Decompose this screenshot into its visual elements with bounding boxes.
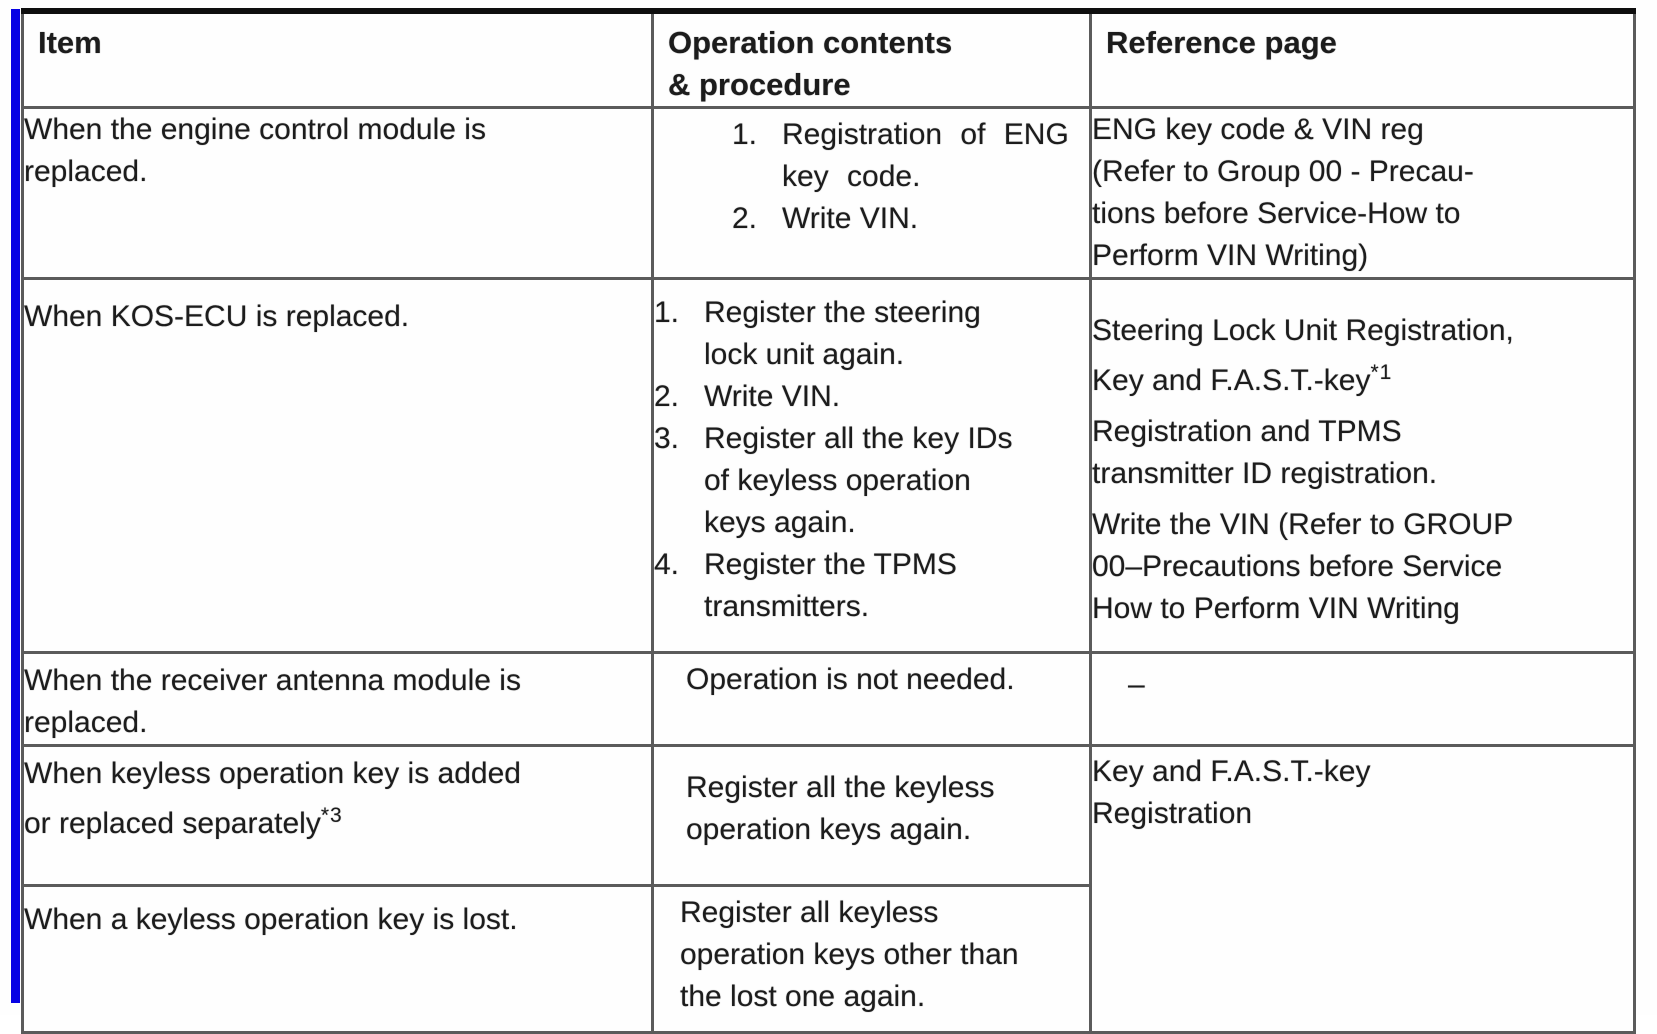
reference-dash: –: [1128, 668, 1145, 701]
table-header-row: Item Operation contents & procedure Refe…: [21, 9, 1636, 109]
reference-cell-key-registration: Key and F.A.S.T.-key Registration: [1089, 744, 1636, 1034]
item-text: When the receiver antenna module is repl…: [24, 664, 521, 739]
kos-registration-table: Item Operation contents & procedure Refe…: [21, 8, 1636, 1034]
table-row-key-lost: When a keyless operation key is lost. Re…: [21, 884, 1635, 1034]
column-header-reference: Reference page: [1089, 9, 1636, 109]
operation-cell-kos-ecu: 1. Register the steering lock unit again…: [651, 277, 1092, 654]
operation-step-number: 3.: [654, 422, 680, 455]
operation-cell-key-lost: Register all keyless operation keys othe…: [651, 884, 1092, 1034]
operation-text: Register all the keyless operation keys …: [686, 771, 995, 846]
column-header-operation-label: Operation contents & procedure: [668, 25, 953, 102]
operation-step-text: Register all the key IDs of keyless oper…: [704, 422, 1013, 539]
column-header-item-label: Item: [38, 25, 102, 60]
table-row-receiver-antenna: When the receiver antenna module is repl…: [21, 651, 1636, 747]
table-row-kos-ecu: When KOS-ECU is replaced. 1. Register th…: [21, 277, 1636, 654]
table-row-engine-control-module: When the engine control module is replac…: [21, 106, 1636, 280]
operation-step: 3. Register all the key IDs of keyless o…: [654, 418, 1089, 544]
item-cell-engine-control-module: When the engine control module is replac…: [21, 106, 654, 280]
item-cell-key-added: When keyless operation key is added or r…: [21, 744, 654, 887]
operation-step-number: 2.: [732, 202, 758, 235]
operation-text: Register all keyless operation keys othe…: [680, 896, 1019, 1013]
item-text: When KOS-ECU is replaced.: [24, 300, 410, 333]
operation-step-number: 4.: [654, 548, 680, 581]
operation-cell-receiver-antenna: Operation is not needed.: [651, 651, 1092, 747]
reference-text: Steering Lock Unit Registration, Key and…: [1092, 314, 1514, 397]
operation-step: 4. Register the TPMS transmitters.: [654, 544, 1089, 628]
column-header-item: Item: [21, 9, 654, 109]
revision-change-bar: [11, 9, 20, 1003]
operation-step: 2. Write VIN.: [732, 198, 1089, 240]
reference-paragraph: Write the VIN (Refer to GROUP 00–Precaut…: [1092, 504, 1633, 630]
item-cell-key-lost: When a keyless operation key is lost.: [21, 884, 654, 1034]
reference-text: Registration and TPMS transmitter ID reg…: [1092, 414, 1438, 490]
footnote-marker: *3: [320, 804, 343, 827]
item-text: When a keyless operation key is lost.: [24, 903, 518, 936]
operation-step-text: Write VIN.: [704, 380, 841, 413]
operation-step: 2. Write VIN.: [654, 376, 1089, 418]
column-header-operation: Operation contents & procedure: [651, 9, 1092, 109]
reference-cell-kos-ecu: Steering Lock Unit Registration, Key and…: [1089, 277, 1636, 654]
operation-cell-engine-control-module: 1. Registration of ENG key code. 2. Writ…: [651, 106, 1092, 280]
item-cell-kos-ecu: When KOS-ECU is replaced.: [21, 277, 654, 654]
operation-step: 1. Register the steering lock unit again…: [654, 292, 1089, 376]
item-text: When the engine control module is replac…: [24, 113, 486, 188]
column-header-reference-label: Reference page: [1106, 25, 1337, 60]
reference-paragraph: Steering Lock Unit Registration, Key and…: [1092, 310, 1633, 402]
operation-text: Operation is not needed.: [686, 663, 1015, 696]
item-cell-receiver-antenna: When the receiver antenna module is repl…: [21, 651, 654, 747]
table-row-key-added: When keyless operation key is added or r…: [21, 744, 1636, 1034]
operation-step-text: Register the TPMS transmitters.: [704, 548, 957, 623]
reference-cell-receiver-antenna: –: [1089, 651, 1636, 747]
operation-step-number: 1.: [732, 118, 758, 151]
operation-step-number: 1.: [654, 296, 680, 329]
reference-text: Key and F.A.S.T.-key Registration: [1092, 755, 1371, 830]
operation-step-number: 2.: [654, 380, 680, 413]
reference-text: ENG key code & VIN reg (Refer to Group 0…: [1092, 113, 1474, 272]
operation-step-text: Write VIN.: [782, 202, 919, 235]
reference-cell-engine-control-module: ENG key code & VIN reg (Refer to Group 0…: [1089, 106, 1636, 280]
operation-step: 1. Registration of ENG key code.: [732, 114, 1089, 198]
reference-paragraph: Registration and TPMS transmitter ID reg…: [1092, 411, 1633, 495]
operation-step-text: Registration of ENG key code.: [782, 118, 1069, 193]
footnote-marker: *1: [1370, 361, 1393, 384]
operation-step-text: Register the steering lock unit again.: [704, 296, 981, 371]
reference-text: Write the VIN (Refer to GROUP 00–Precaut…: [1092, 507, 1514, 625]
item-text: When keyless operation key is added or r…: [24, 757, 521, 840]
operation-cell-key-added: Register all the keyless operation keys …: [651, 744, 1092, 887]
